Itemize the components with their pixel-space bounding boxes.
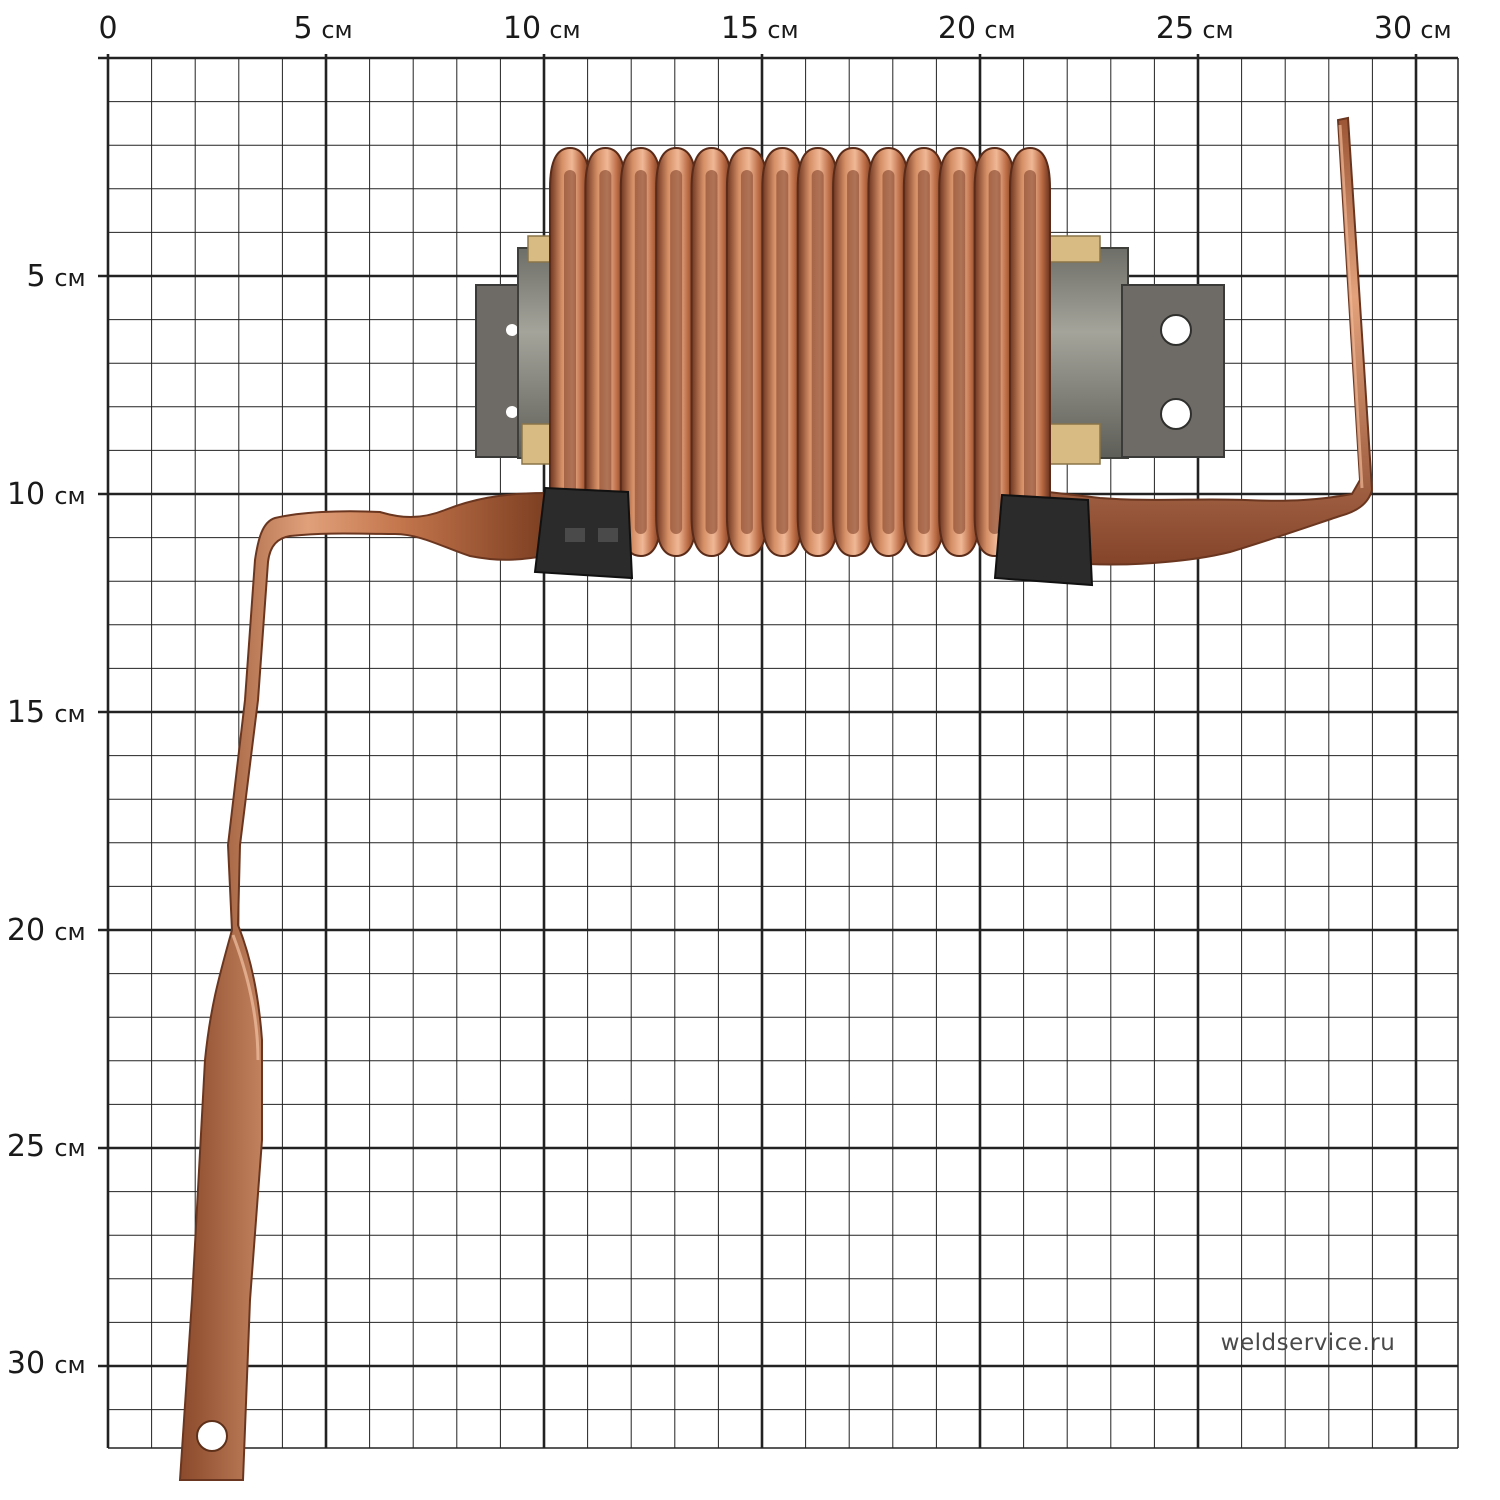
top-unit-20: см	[984, 16, 1015, 44]
top-label-25: 25	[1156, 11, 1194, 46]
coil-turn-inner-shadow	[599, 170, 612, 534]
left-label-5: 5	[26, 259, 45, 294]
top-label-5: 5	[293, 11, 312, 46]
coil-turn-inner-shadow	[670, 170, 683, 534]
left-lead-strip	[178, 491, 546, 1481]
coil-turn-inner-shadow	[882, 170, 895, 534]
left-label-20: 20	[7, 913, 45, 948]
coil-turn-inner-shadow	[953, 170, 966, 534]
left-clamp-slot-2	[598, 528, 618, 542]
coil-turn-inner-shadow	[847, 170, 860, 534]
left-unit-15: см	[54, 700, 85, 728]
coil-turn-inner-shadow	[1024, 170, 1036, 534]
left-unit-30: см	[54, 1351, 85, 1379]
left-axis-labels: 5 см 10 см 15 см 20 см 25 см 30 см	[7, 259, 86, 1381]
coil-turn-inner-shadow	[634, 170, 647, 534]
left-bracket-hole-top	[506, 324, 518, 336]
top-label-20: 20	[938, 11, 976, 46]
right-lead-clamp	[993, 493, 1094, 587]
top-axis-labels: 0 5 см 10 см 15 см 20 см 25 см 30 см	[98, 11, 1451, 46]
left-unit-25: см	[54, 1134, 85, 1162]
coil-turn-inner-shadow	[811, 170, 824, 534]
left-lead-mounting-hole	[196, 1420, 228, 1452]
coil-turn-inner-shadow	[740, 170, 753, 534]
top-unit-10: см	[549, 16, 580, 44]
left-unit-20: см	[54, 918, 85, 946]
coil-turn-inner-shadow	[705, 170, 718, 534]
right-mounting-bracket	[1121, 284, 1225, 458]
copper-coil-inductor	[178, 116, 1374, 1481]
left-unit-10: см	[54, 482, 85, 510]
left-label-30: 30	[7, 1346, 45, 1381]
left-bracket-hole-bottom	[506, 406, 518, 418]
top-unit-15: см	[767, 16, 798, 44]
coil-turn-inner-shadow	[564, 170, 576, 534]
left-lead-twist-highlight	[231, 934, 260, 1061]
right-bracket-hole-top	[1160, 314, 1192, 346]
top-unit-25: см	[1202, 16, 1233, 44]
top-unit-30: см	[1420, 16, 1451, 44]
coil-turn-inner-shadow	[776, 170, 789, 534]
coil-turn-inner-shadow	[917, 170, 930, 534]
left-label-10: 10	[7, 477, 45, 512]
watermark-text: weldservice.ru	[1221, 1330, 1396, 1356]
top-label-10: 10	[503, 11, 541, 46]
left-label-25: 25	[7, 1129, 45, 1164]
left-unit-5: см	[54, 264, 85, 292]
right-lead-highlight	[1338, 124, 1364, 489]
top-label-30: 30	[1374, 11, 1412, 46]
left-copper-lead	[178, 491, 546, 1481]
top-label-15: 15	[721, 11, 759, 46]
left-clamp-slot-1	[565, 528, 585, 542]
coil-turns	[549, 146, 1051, 558]
top-unit-5: см	[321, 16, 352, 44]
left-mounting-bracket	[475, 284, 525, 458]
coil-turn-inner-shadow	[988, 170, 1001, 534]
top-label-0: 0	[98, 11, 117, 46]
right-bracket-hole-bottom	[1160, 398, 1192, 430]
left-label-15: 15	[7, 695, 45, 730]
